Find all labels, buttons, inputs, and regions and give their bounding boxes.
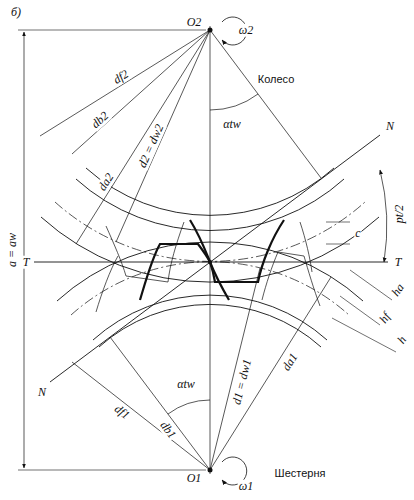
rotation-label: ω2	[238, 24, 254, 37]
rotation-label: ω1	[238, 480, 254, 493]
diameter-label: d1 = dw1	[230, 357, 254, 407]
dimension-label: a = aw	[6, 232, 19, 268]
dimension-label: c	[354, 227, 361, 240]
diameter-label: db2	[88, 109, 111, 132]
part-name: Шестерня	[274, 468, 327, 480]
diameter-label: df1	[111, 402, 132, 423]
diameter-label: df2	[110, 67, 131, 87]
dimension-label: h	[395, 333, 410, 347]
center-label: O2	[186, 16, 203, 29]
part-name: Колесо	[257, 74, 296, 86]
line-label: T	[394, 256, 403, 269]
figure-letter: б)	[10, 6, 22, 19]
dimension-label: pt/2	[393, 204, 406, 225]
diameter-label: db1	[157, 418, 179, 442]
dimension-label: ha	[389, 281, 407, 300]
line-label: N	[385, 120, 395, 133]
diameter-label: da2	[95, 170, 116, 194]
center-label: O1	[186, 472, 203, 485]
angle-label: αtw	[222, 118, 242, 131]
line-label: N	[37, 386, 47, 399]
dimension-label: hf	[377, 310, 394, 327]
line-label: T	[22, 256, 31, 269]
angle-label: αtw	[176, 378, 196, 391]
